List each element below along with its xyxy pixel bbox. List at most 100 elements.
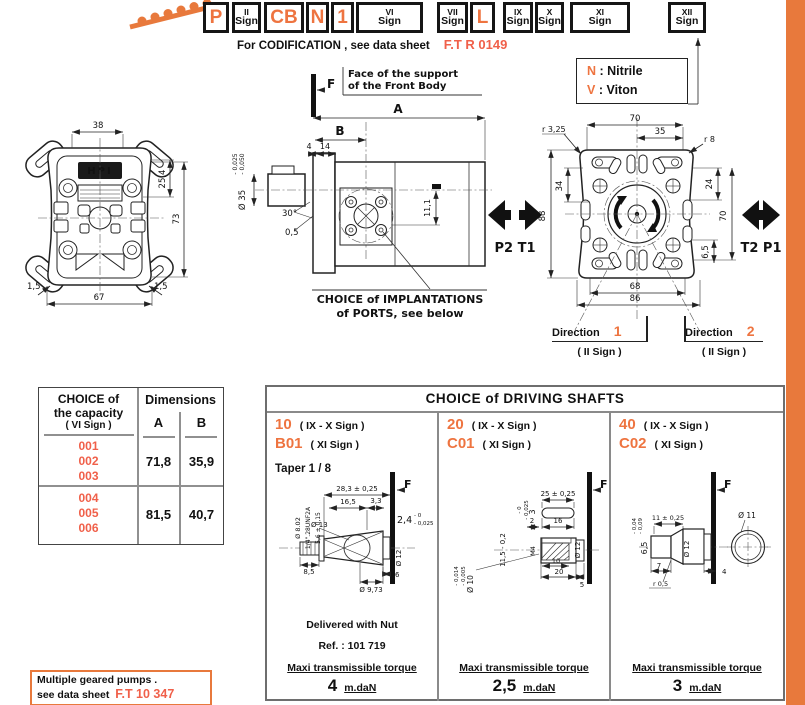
- column-a-header: A: [153, 415, 164, 430]
- capacity-codes-row2: 004 005 006: [39, 491, 138, 536]
- shaft-header: 20( IX - X Sign ) C01( XI Sign ): [439, 413, 609, 454]
- code-box-p: P: [203, 2, 229, 33]
- tolerance-label: - 0: [414, 513, 422, 519]
- shaft-sign-ref: ( IX - X Sign ): [299, 420, 365, 432]
- tolerance-label: - 0,025: [414, 521, 434, 527]
- direction-number: 1: [613, 323, 622, 339]
- shaft-column-c02: 40( IX - X Sign ) C02( XI Sign ) F 11 ± …: [611, 413, 783, 701]
- hpi-logo: HPI: [87, 166, 112, 177]
- sign-label: Sign: [441, 15, 464, 28]
- seal-code-n: N: [587, 64, 597, 78]
- capacity-table: CHOICE of the capacity ( VI Sign ) Dimen…: [38, 387, 224, 545]
- dim-label: 4: [306, 142, 311, 151]
- sign-label: Sign: [378, 15, 401, 28]
- dim-label: 24: [705, 179, 715, 190]
- dim-label: 7: [657, 562, 661, 570]
- value-a: 81,5: [145, 507, 172, 522]
- dia-label: Ø 12: [574, 542, 582, 559]
- dim-label: 3: [528, 509, 537, 514]
- tolerance-label: - 0,005: [461, 566, 467, 586]
- code-box-n: N: [306, 2, 329, 33]
- dim-label: 35: [655, 127, 666, 137]
- face-note-line1: Face of the support: [348, 69, 458, 80]
- divider: [137, 388, 139, 544]
- sign-label: Sign: [675, 15, 699, 28]
- dim-label: 6,5: [640, 542, 649, 555]
- face-note-line2: of the Front Body: [348, 81, 447, 92]
- torque-unit: m.daN: [689, 682, 722, 694]
- dim-label: 70: [719, 211, 729, 222]
- shaft-b01-drawing: F 28,3 ± 0,25 1: [279, 472, 434, 594]
- capacity-code: 003: [78, 469, 99, 483]
- value-b: 40,7: [188, 507, 215, 522]
- shafts-panel-title: CHOICE of DRIVING SHAFTS: [267, 387, 783, 413]
- seal-name-v: : Viton: [598, 83, 638, 97]
- tolerance-label: - 0,04: [632, 518, 638, 534]
- shaft-c01-drawing: F 25 ± 0,25 3 - 0 - 0,025 2 16: [454, 472, 608, 593]
- direction-number: 2: [746, 323, 755, 339]
- code-letter: N: [310, 7, 325, 28]
- front-view-dimensions: 38 25,4 73 1,5 1,5 67: [27, 121, 188, 307]
- port-arrows-left: P2 T1: [488, 200, 542, 256]
- radius-label: r 8: [704, 135, 715, 144]
- capacity-code: 006: [78, 521, 99, 535]
- shaft-sign-ref: ( XI Sign ): [310, 439, 359, 451]
- dim-label-a: A: [393, 102, 403, 116]
- capacity-code: 004: [78, 491, 99, 505]
- angle-label: 30°: [282, 209, 297, 219]
- dia-label: Ø 12: [395, 550, 403, 567]
- rear-view-body: [565, 118, 710, 331]
- rear-view-dimensions: 70 35 r 3,25 r 8 34 88 24 70 6,5 6: [538, 114, 736, 308]
- codification-note: For CODIFICATION , see data sheet F.T R …: [237, 37, 507, 52]
- capacity-title-sub: ( VI Sign ): [65, 420, 112, 431]
- dim-label: 2: [530, 517, 534, 525]
- tolerance-label: - 0,09: [638, 518, 644, 534]
- seal-nitrile: N : Nitrile: [587, 62, 687, 81]
- torque-value: 2,5: [492, 676, 517, 695]
- dim-label: 86: [630, 294, 641, 304]
- code-letter: CB: [270, 7, 298, 28]
- shaft-code: 40: [619, 416, 636, 433]
- dim-label: 14: [320, 142, 330, 151]
- radius-label: r 0,5: [653, 580, 668, 588]
- gear-logo-icon: [129, 0, 215, 30]
- sign-label: Sign: [235, 15, 258, 28]
- shaft-sign-ref: ( XI Sign ): [654, 439, 703, 451]
- capacity-code: 001: [78, 439, 99, 453]
- roman-label: IX: [513, 6, 523, 17]
- dia-label: Ø 9,73: [359, 586, 382, 594]
- shaft-header: 10 ( IX - X Sign ) B01 ( XI Sign ): [267, 413, 437, 454]
- dim-label: 1,5: [27, 282, 41, 292]
- shaft-code2: B01: [275, 435, 303, 452]
- seal-material-box: N : Nitrile V : Viton: [576, 58, 688, 104]
- ports-note-line2: of PORTS, see below: [336, 307, 463, 320]
- capacity-title-1: CHOICE of: [57, 392, 120, 406]
- dim-label: 0,5: [285, 228, 299, 238]
- shaft-header: 40( IX - X Sign ) C02( XI Sign ): [611, 413, 783, 454]
- radius-label: r 3,25: [542, 125, 566, 134]
- direction-label: Direction: [685, 327, 733, 339]
- dim-label: 20: [555, 568, 564, 576]
- dim-label: 38: [93, 121, 104, 131]
- dia-label: Ø 35: [237, 190, 248, 210]
- xii-pointer-arrow: [688, 37, 701, 105]
- roman-label: VII: [447, 6, 458, 17]
- dim-label: 88: [538, 211, 548, 222]
- torque-unit: m.daN: [344, 682, 377, 694]
- roman-label: XII: [681, 6, 693, 17]
- code-letter: 1: [337, 7, 348, 28]
- tolerance-label: - 0: [517, 506, 523, 514]
- shaft-c02-drawing: F 11 ± 0,25 6,5 - 0,04 - 0,09 Ø 12: [632, 472, 771, 589]
- direction-label: Direction: [552, 327, 600, 339]
- dim-label: 5: [580, 581, 584, 589]
- shaft-code: 10: [275, 416, 292, 433]
- roman-label: II: [244, 6, 249, 17]
- shaft-sign-ref: ( IX - X Sign ): [643, 420, 709, 432]
- dim-label: 2,4: [397, 515, 412, 526]
- dim-label: 11,1: [423, 199, 432, 217]
- dim-label: 16: [554, 517, 563, 525]
- dim-label: 10: [552, 557, 560, 565]
